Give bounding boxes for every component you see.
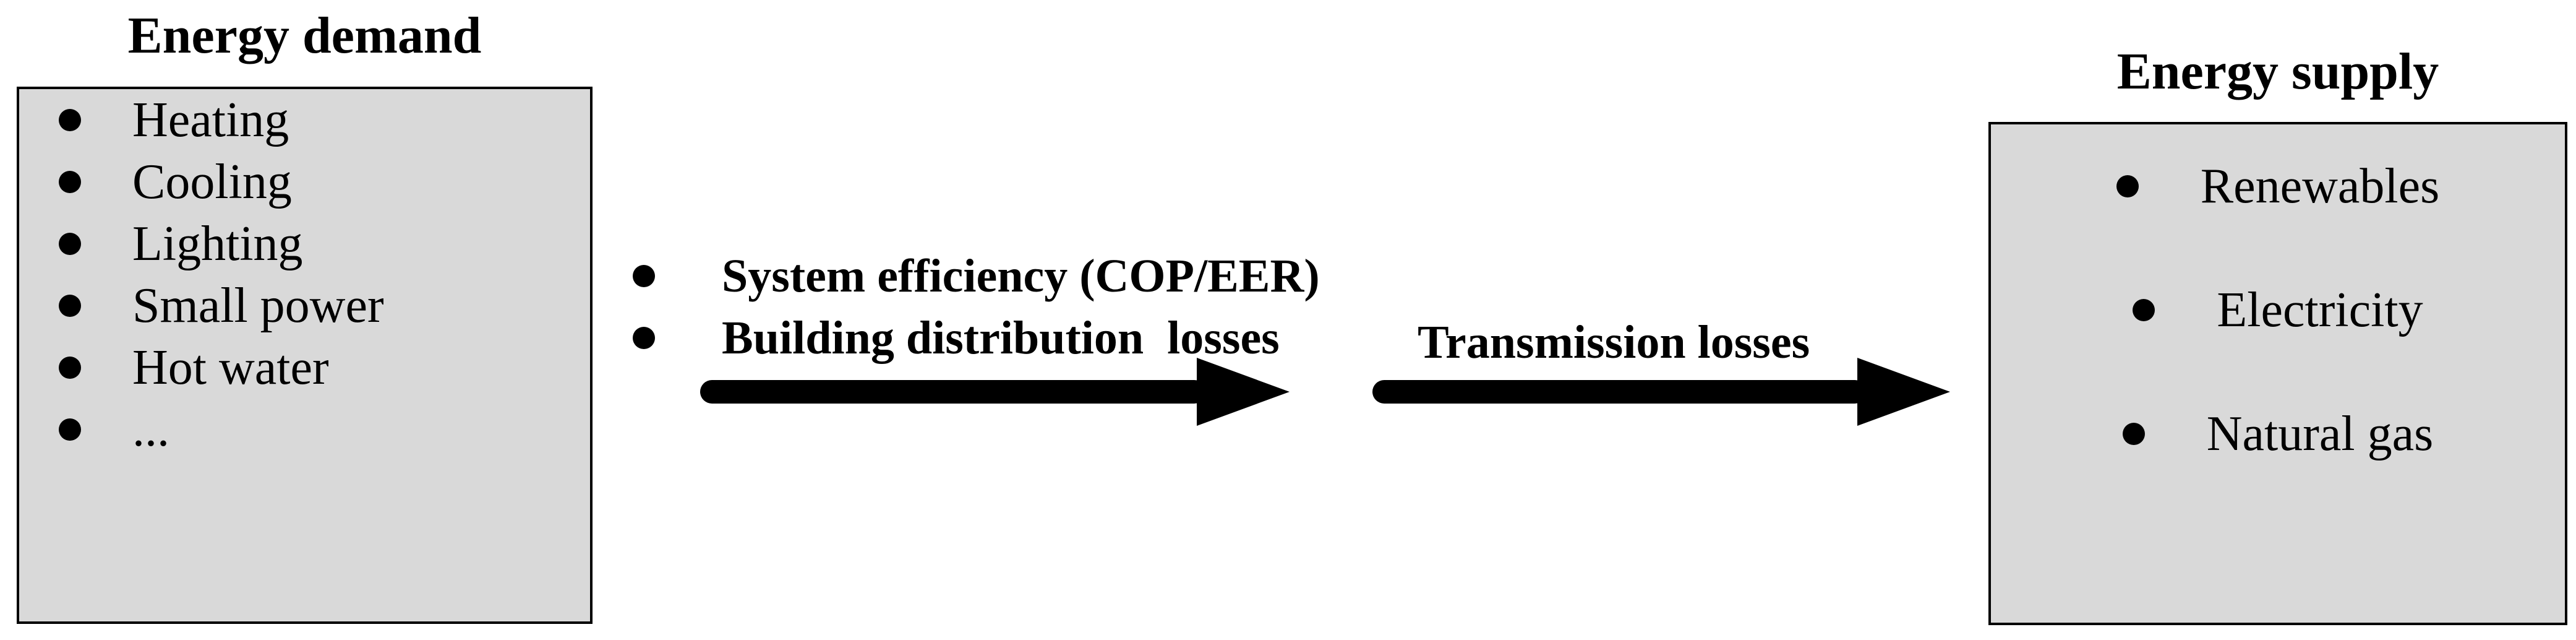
demand-list-item: Lighting [19, 213, 590, 275]
factor-label: Building distribution losses [722, 311, 1280, 364]
supply-item-label: Electricity [2217, 282, 2423, 337]
supply-box: Renewables Electricity Natural gas [1988, 122, 2567, 625]
bullet-icon [59, 418, 81, 441]
bullet-icon [59, 171, 81, 193]
transmission-losses-label: Transmission losses [1418, 316, 1810, 368]
demand-list-item: Small power [19, 275, 590, 337]
demand-list: Heating Cooling Lighting Small power Hot… [19, 89, 590, 461]
demand-item-label: Heating [132, 92, 289, 147]
bullet-icon [59, 357, 81, 379]
demand-item-label: Lighting [132, 216, 303, 271]
demand-item-label: Cooling [132, 154, 292, 209]
bullet-icon [59, 109, 81, 131]
demand-list-item: Cooling [19, 151, 590, 213]
arrow-right-icon [1857, 358, 1950, 426]
supply-item-label: Renewables [2200, 158, 2440, 214]
demand-list-item: Heating [19, 89, 590, 151]
arrow-right-icon [1197, 358, 1290, 426]
demand-box: Heating Cooling Lighting Small power Hot… [17, 87, 593, 624]
bullet-icon [59, 233, 81, 255]
supply-item-label: Natural gas [2206, 406, 2434, 461]
supply-list: Renewables Electricity Natural gas [1991, 124, 2565, 496]
supply-list-item: Electricity [1991, 248, 2565, 372]
factor-item: System efficiency (COP/EER) [622, 245, 1320, 307]
bullet-icon [2133, 299, 2155, 321]
factor-item: Building distribution losses [622, 307, 1320, 369]
conversion-factors-list: System efficiency (COP/EER) Building dis… [622, 245, 1320, 369]
demand-item-label: Small power [132, 278, 384, 333]
bullet-icon [59, 295, 81, 317]
supply-list-item: Renewables [1991, 124, 2565, 248]
demand-item-label: ... [132, 402, 169, 457]
demand-title: Energy demand [127, 7, 482, 64]
factor-label: System efficiency (COP/EER) [722, 249, 1320, 302]
arrow-shaft [1372, 380, 1867, 404]
bullet-icon [2116, 175, 2139, 197]
arrow-shaft [700, 380, 1206, 404]
demand-list-item: Hot water [19, 337, 590, 399]
supply-list-item: Natural gas [1991, 372, 2565, 496]
demand-item-label: Hot water [132, 340, 329, 395]
supply-title: Energy supply [2116, 43, 2439, 100]
bullet-icon [633, 265, 655, 287]
bullet-icon [2122, 423, 2145, 445]
bullet-icon [633, 327, 655, 349]
demand-list-item: ... [19, 399, 590, 461]
